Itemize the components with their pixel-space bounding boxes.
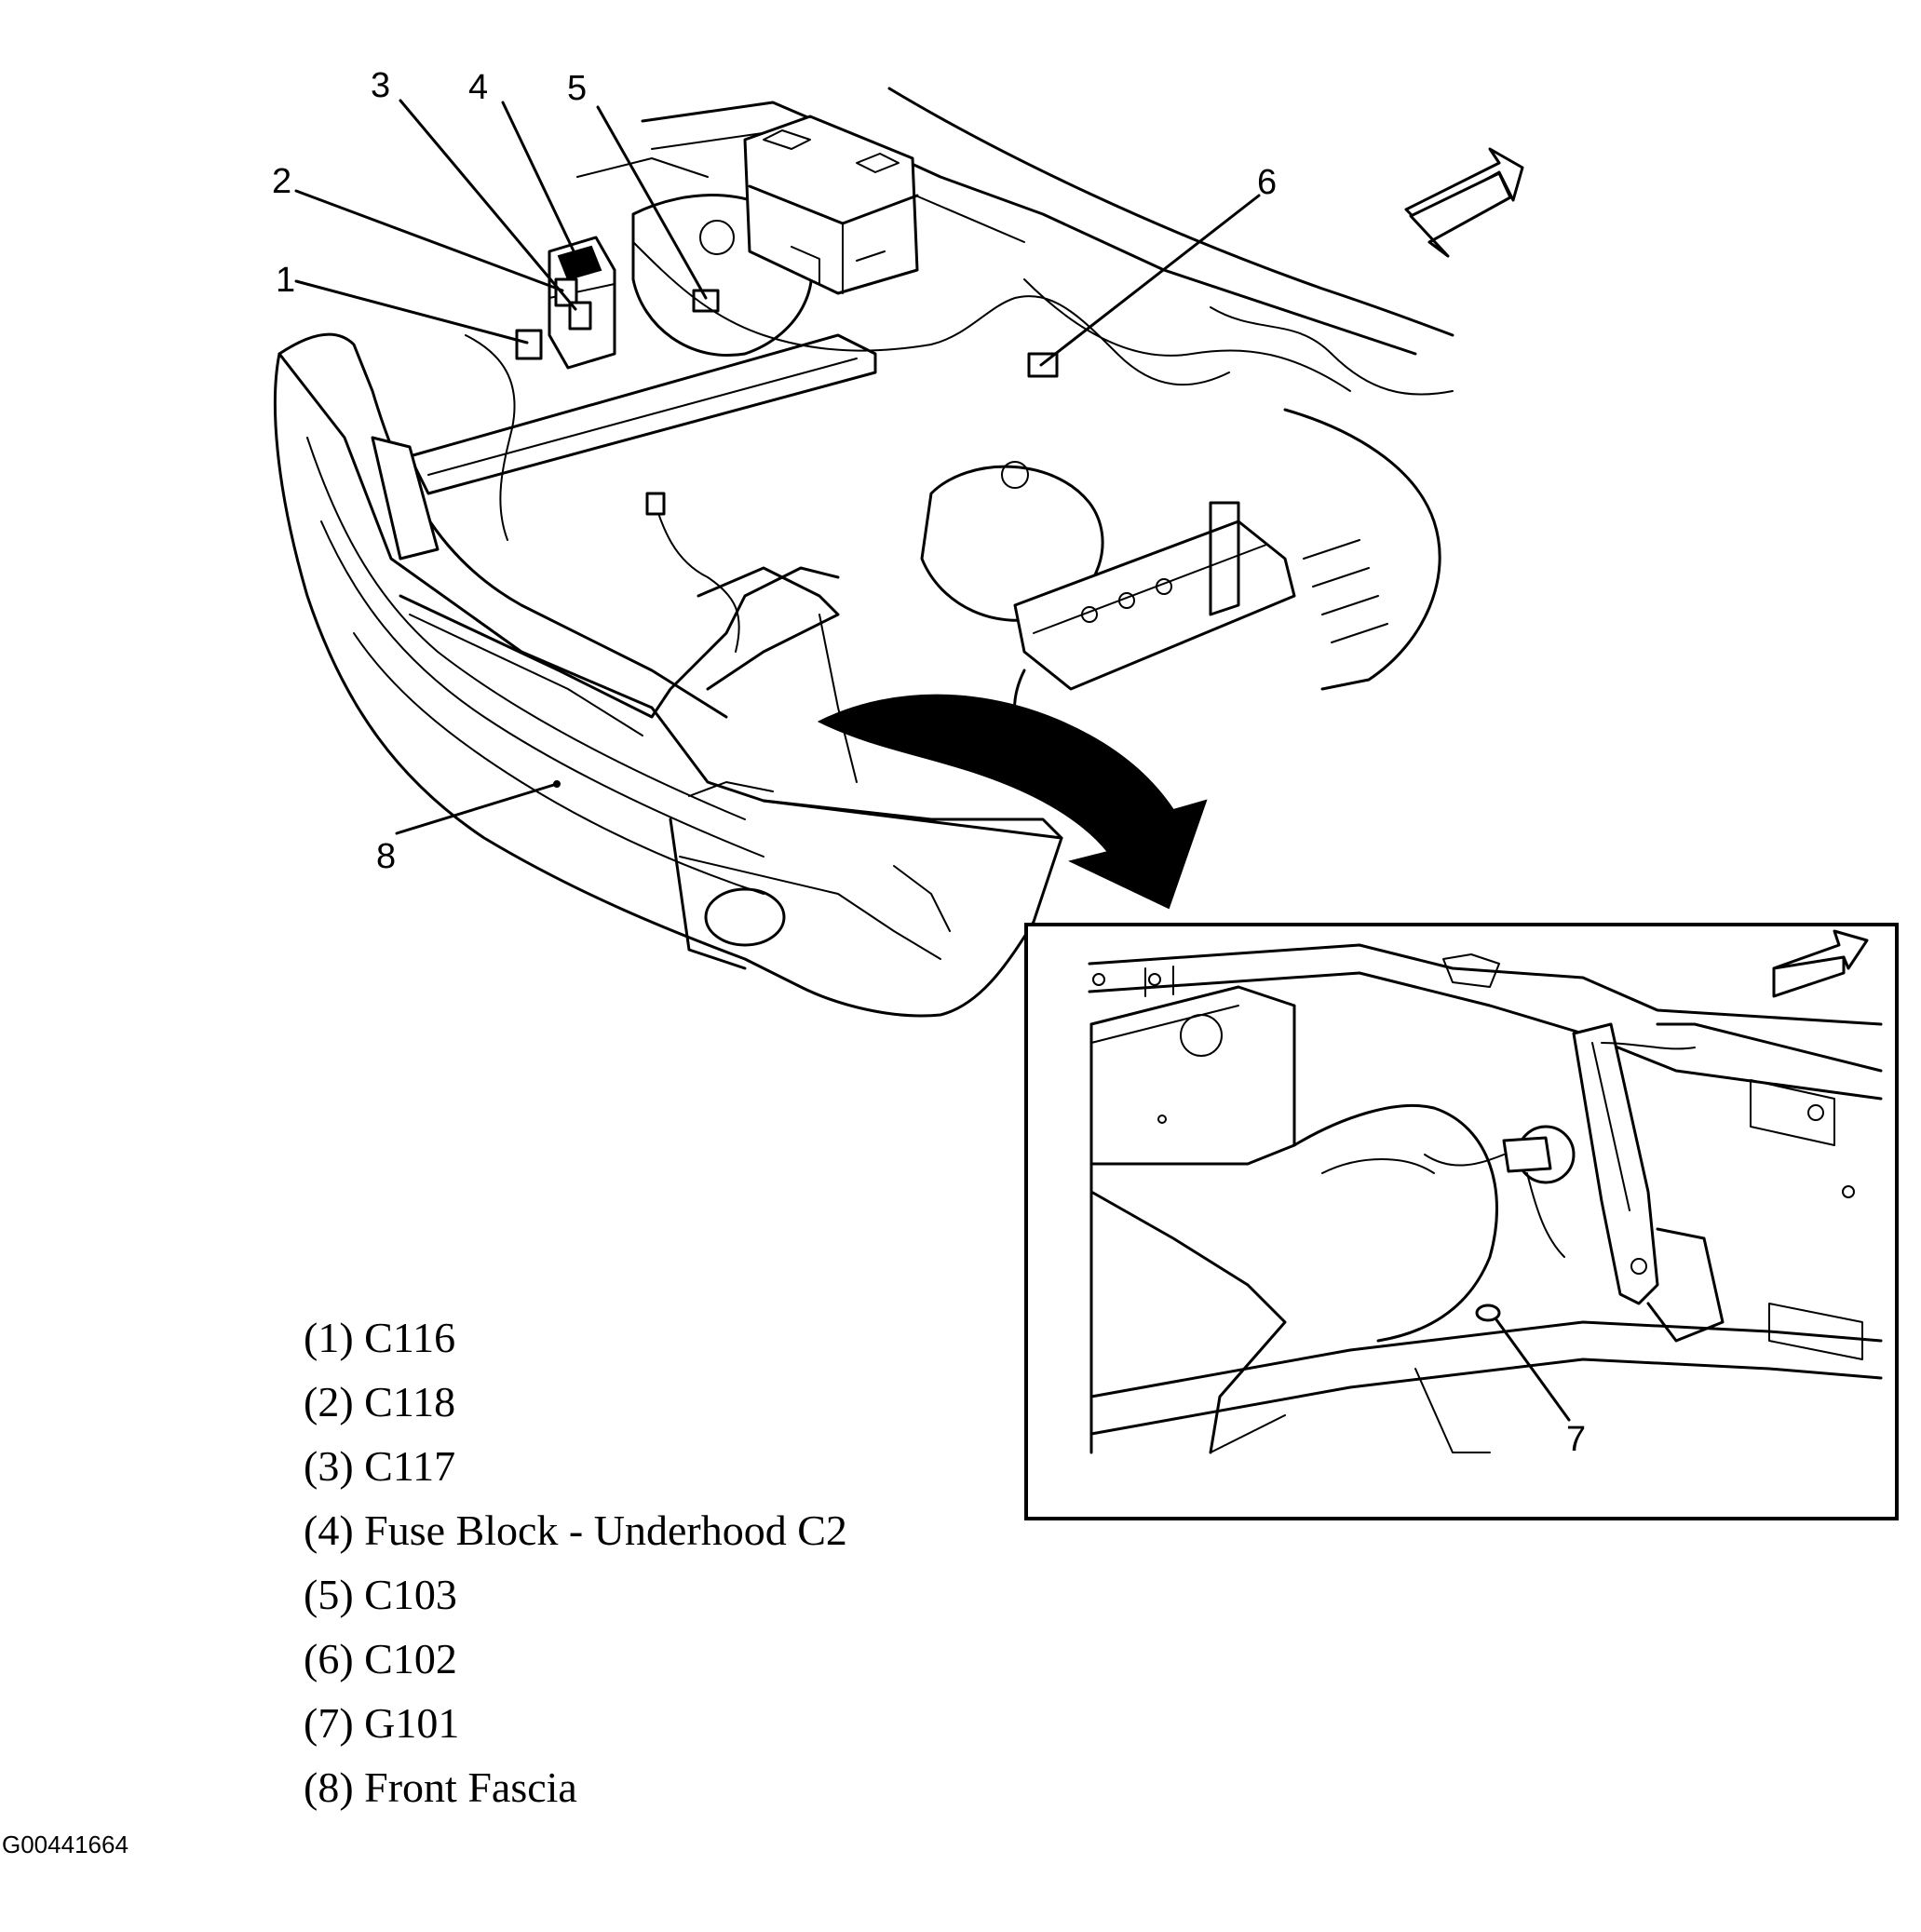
callout-4: 4 bbox=[468, 68, 489, 107]
legend-item: (3) C117 bbox=[304, 1442, 456, 1490]
detail-pointer-arrow bbox=[817, 694, 1208, 910]
callout-leaders bbox=[294, 99, 1261, 835]
legend-item: (2) C118 bbox=[304, 1378, 456, 1425]
callout-8: 8 bbox=[376, 837, 397, 876]
callout-5: 5 bbox=[567, 69, 588, 108]
callout-7: 7 bbox=[1566, 1420, 1587, 1459]
figure-id: G00441664 bbox=[2, 1831, 129, 1858]
inset-detail-view bbox=[1024, 923, 1899, 1520]
vehicle-front-end-drawing bbox=[273, 87, 1524, 1018]
legend-item: (1) C116 bbox=[304, 1314, 456, 1361]
callout-3: 3 bbox=[371, 66, 391, 105]
legend-item: (8) Front Fascia bbox=[304, 1763, 577, 1811]
legend-item: (4) Fuse Block - Underhood C2 bbox=[304, 1506, 847, 1554]
callout-1: 1 bbox=[276, 261, 296, 300]
component-legend: (1) C116 (2) C118 (3) C117 (4) Fuse Bloc… bbox=[304, 1305, 847, 1819]
callout-6: 6 bbox=[1257, 163, 1278, 202]
legend-item: (7) G101 bbox=[304, 1699, 460, 1747]
legend-item: (5) C103 bbox=[304, 1571, 457, 1618]
callout-2: 2 bbox=[272, 162, 292, 201]
legend-item: (6) C102 bbox=[304, 1635, 457, 1682]
